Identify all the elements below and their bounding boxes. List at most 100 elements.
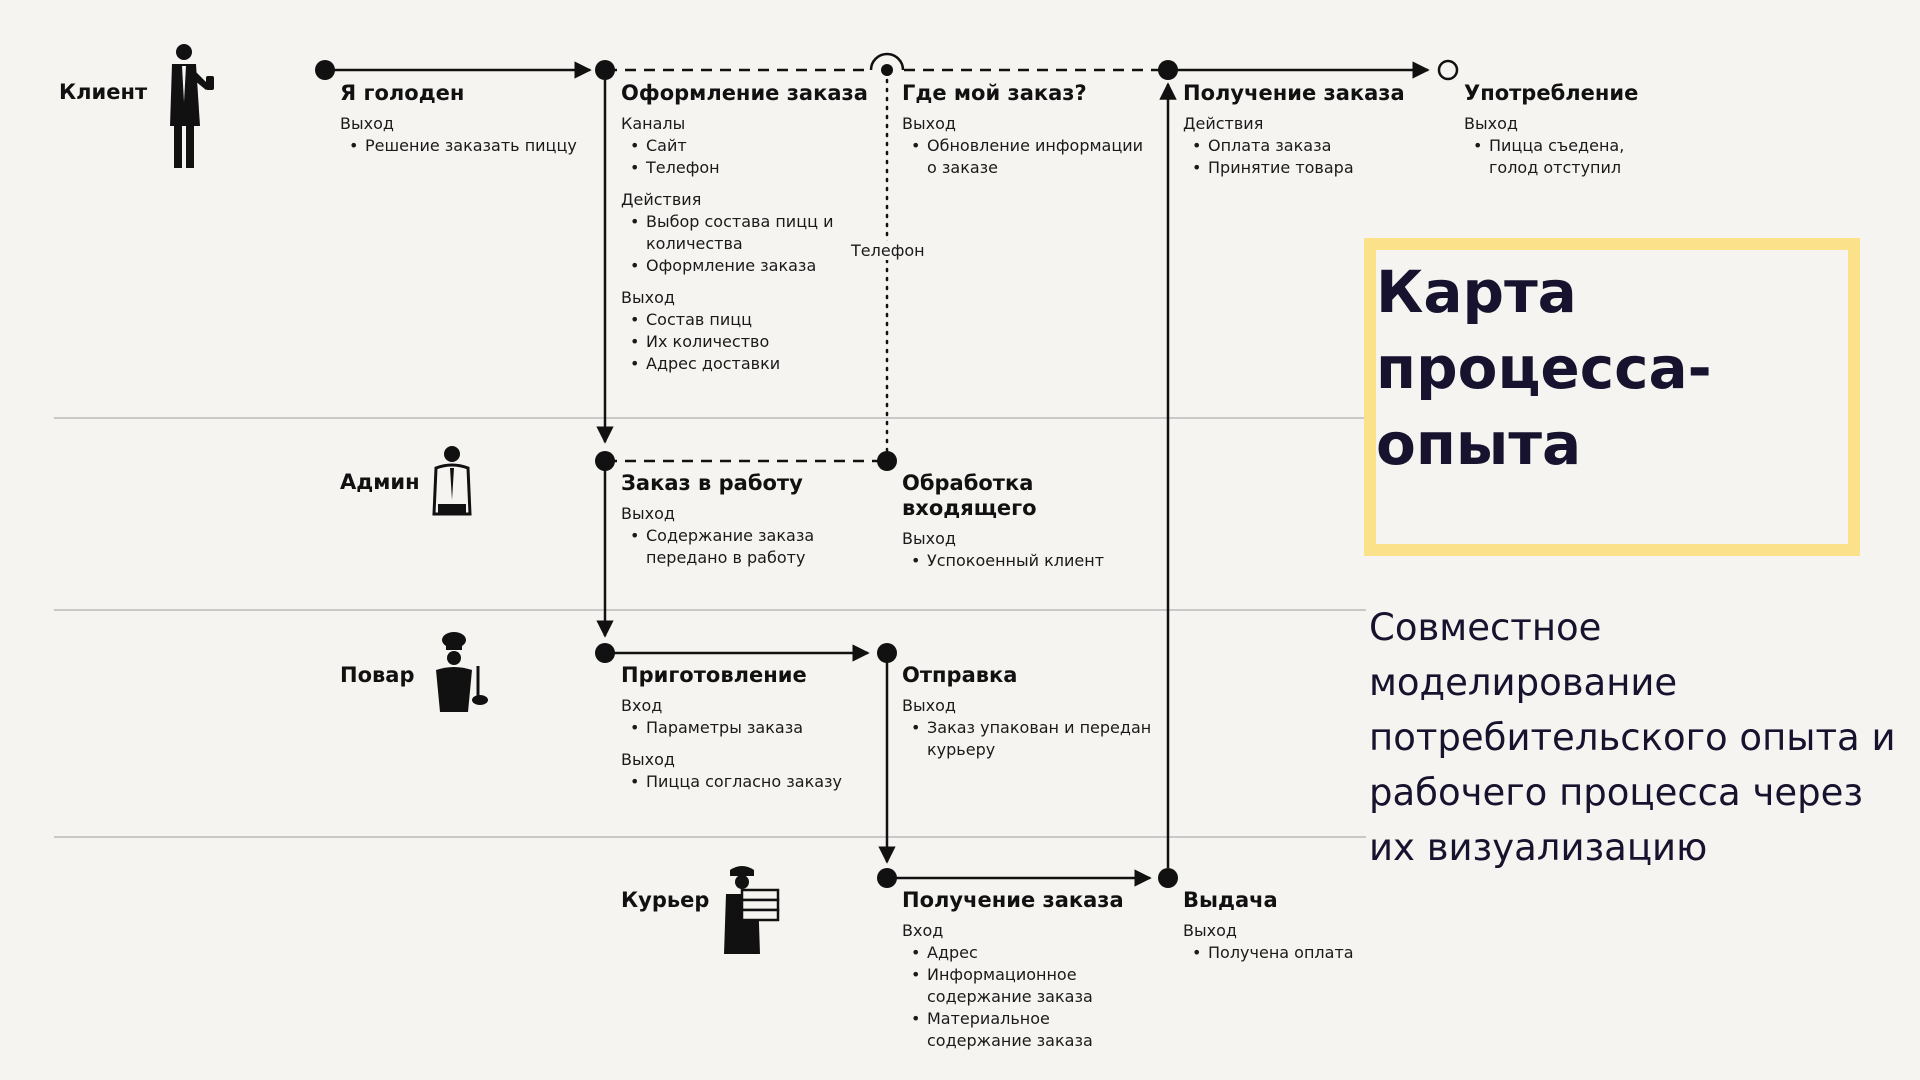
node-section-list: Получена оплата — [1183, 942, 1403, 964]
node-section: ДействияВыбор состава пицц и количестваО… — [621, 189, 841, 277]
node-title-handover: Выдача — [1183, 888, 1278, 912]
list-item: Адрес — [911, 942, 1122, 964]
node-section-list: Пицца съедена, голод отступил — [1464, 135, 1654, 179]
node-section-label: Действия — [1183, 114, 1264, 133]
node-body-handover: ВыходПолучена оплата — [1183, 920, 1403, 974]
node-section: ВходПараметры заказа — [621, 695, 861, 739]
node-title-incoming: Обработка входящего — [902, 471, 1037, 520]
list-item: Успокоенный клиент — [911, 550, 1152, 572]
node-section: ВыходСодержание заказа передано в работу — [621, 503, 841, 569]
title-frame — [1364, 238, 1860, 556]
list-item: Решение заказать пиццу — [349, 135, 600, 157]
node-section-label: Действия — [621, 190, 702, 209]
list-item: Адрес доставки — [630, 353, 841, 375]
node-body-where-order: ВыходОбновление информации о заказе — [902, 113, 1152, 189]
node-section-label: Выход — [902, 696, 956, 715]
node-section-list: АдресИнформационное содержание заказаМат… — [902, 942, 1122, 1052]
node-dot-handover — [1158, 868, 1178, 888]
courier-with-boxes-icon — [724, 866, 780, 954]
node-title-where-order: Где мой заказ? — [902, 81, 1087, 105]
node-title-dispatch: Отправка — [902, 663, 1018, 687]
list-item: Принятие товара — [1192, 157, 1433, 179]
list-item: Материальное содержание заказа — [911, 1008, 1122, 1052]
node-section-list: Выбор состава пицц и количестваОформлени… — [621, 211, 841, 277]
node-section-label: Выход — [902, 529, 956, 548]
node-section: ВыходПолучена оплата — [1183, 920, 1403, 964]
node-section: ВходАдресИнформационное содержание заказ… — [902, 920, 1122, 1052]
list-item: Оформление заказа — [630, 255, 841, 277]
node-section-label: Выход — [621, 750, 675, 769]
node-dot-ordering — [595, 60, 615, 80]
list-item: Оплата заказа — [1192, 135, 1433, 157]
node-section-list: Содержание заказа передано в работу — [621, 525, 841, 569]
role-label-admin: Админ — [340, 470, 420, 494]
node-section: ВыходУспокоенный клиент — [902, 528, 1152, 572]
node-dot-receive-courier — [877, 868, 897, 888]
node-body-to-work: ВыходСодержание заказа передано в работу — [621, 503, 841, 579]
list-item: Их количество — [630, 331, 841, 353]
edge-label-phone: Телефон — [848, 241, 928, 260]
node-section-label: Вход — [621, 696, 663, 715]
node-section: ВыходПицца съедена, голод отступил — [1464, 113, 1654, 179]
chef-icon — [436, 632, 488, 712]
node-section-label: Выход — [902, 114, 956, 133]
page-subtitle: Совместное моделирование потребительског… — [1369, 606, 1896, 869]
node-section: ВыходСостав пиццИх количествоАдрес доста… — [621, 287, 841, 375]
node-section: ДействияОплата заказаПринятие товара — [1183, 113, 1433, 179]
node-section-label: Вход — [902, 921, 944, 940]
node-section: ВыходРешение заказать пиццу — [340, 113, 600, 157]
node-section-label: Выход — [1183, 921, 1237, 940]
node-section-label: Выход — [621, 288, 675, 307]
node-body-dispatch: ВыходЗаказ упакован и передан курьеру — [902, 695, 1162, 771]
node-dot-where-arc — [869, 52, 905, 71]
list-item: Параметры заказа — [630, 717, 861, 739]
node-dot-towork — [595, 451, 615, 471]
list-item: Пицца съедена, голод отступил — [1473, 135, 1654, 179]
node-section-list: Решение заказать пиццу — [340, 135, 600, 157]
node-dot-cooking — [595, 643, 615, 663]
node-section-label: Каналы — [621, 114, 686, 133]
node-section: КаналыСайтТелефон — [621, 113, 841, 179]
list-item: Состав пицц — [630, 309, 841, 331]
list-item: Телефон — [630, 157, 841, 179]
list-item: Выбор состава пицц и количества — [630, 211, 841, 255]
node-section-list: Обновление информации о заказе — [902, 135, 1152, 179]
node-title-consumption: Употребление — [1464, 81, 1639, 105]
node-section-label: Выход — [340, 114, 394, 133]
customer-with-phone-icon — [170, 44, 214, 168]
node-section-list: СайтТелефон — [621, 135, 841, 179]
node-dot-receive-client — [1158, 60, 1178, 80]
node-section-list: Состав пиццИх количествоАдрес доставки — [621, 309, 841, 375]
node-section: ВыходЗаказ упакован и передан курьеру — [902, 695, 1162, 761]
node-body-cooking: ВходПараметры заказаВыходПицца согласно … — [621, 695, 861, 803]
list-item: Заказ упакован и передан курьеру — [911, 717, 1162, 761]
node-section-list: Оплата заказаПринятие товара — [1183, 135, 1433, 179]
role-label-client: Клиент — [59, 80, 148, 104]
node-body-incoming: ВыходУспокоенный клиент — [902, 528, 1152, 582]
role-label-courier: Курьер — [621, 888, 710, 912]
list-item: Сайт — [630, 135, 841, 157]
administrator-icon — [432, 446, 472, 516]
node-title-cooking: Приготовление — [621, 663, 807, 687]
node-section-list: Параметры заказа — [621, 717, 861, 739]
node-body-hungry: ВыходРешение заказать пиццу — [340, 113, 600, 167]
node-section-label: Выход — [1464, 114, 1518, 133]
node-title-to-work: Заказ в работу — [621, 471, 803, 495]
node-dot-hungry — [315, 60, 335, 80]
list-item: Обновление информации о заказе — [911, 135, 1152, 179]
node-section-list: Заказ упакован и передан курьеру — [902, 717, 1162, 761]
node-section-list: Пицца согласно заказу — [621, 771, 861, 793]
list-item: Содержание заказа передано в работу — [630, 525, 841, 569]
page-title: Карта процесса-опыта — [1376, 258, 1712, 478]
node-body-consumption: ВыходПицца съедена, голод отступил — [1464, 113, 1654, 189]
role-label-cook: Повар — [340, 663, 415, 687]
node-section-list: Успокоенный клиент — [902, 550, 1152, 572]
node-body-ordering: КаналыСайтТелефонДействияВыбор состава п… — [621, 113, 841, 385]
node-title-ordering: Оформление заказа — [621, 81, 868, 105]
node-dot-incoming — [877, 451, 897, 471]
node-section: ВыходОбновление информации о заказе — [902, 113, 1152, 179]
node-title-receive-client: Получение заказа — [1183, 81, 1405, 105]
node-section-label: Выход — [621, 504, 675, 523]
list-item: Получена оплата — [1192, 942, 1403, 964]
